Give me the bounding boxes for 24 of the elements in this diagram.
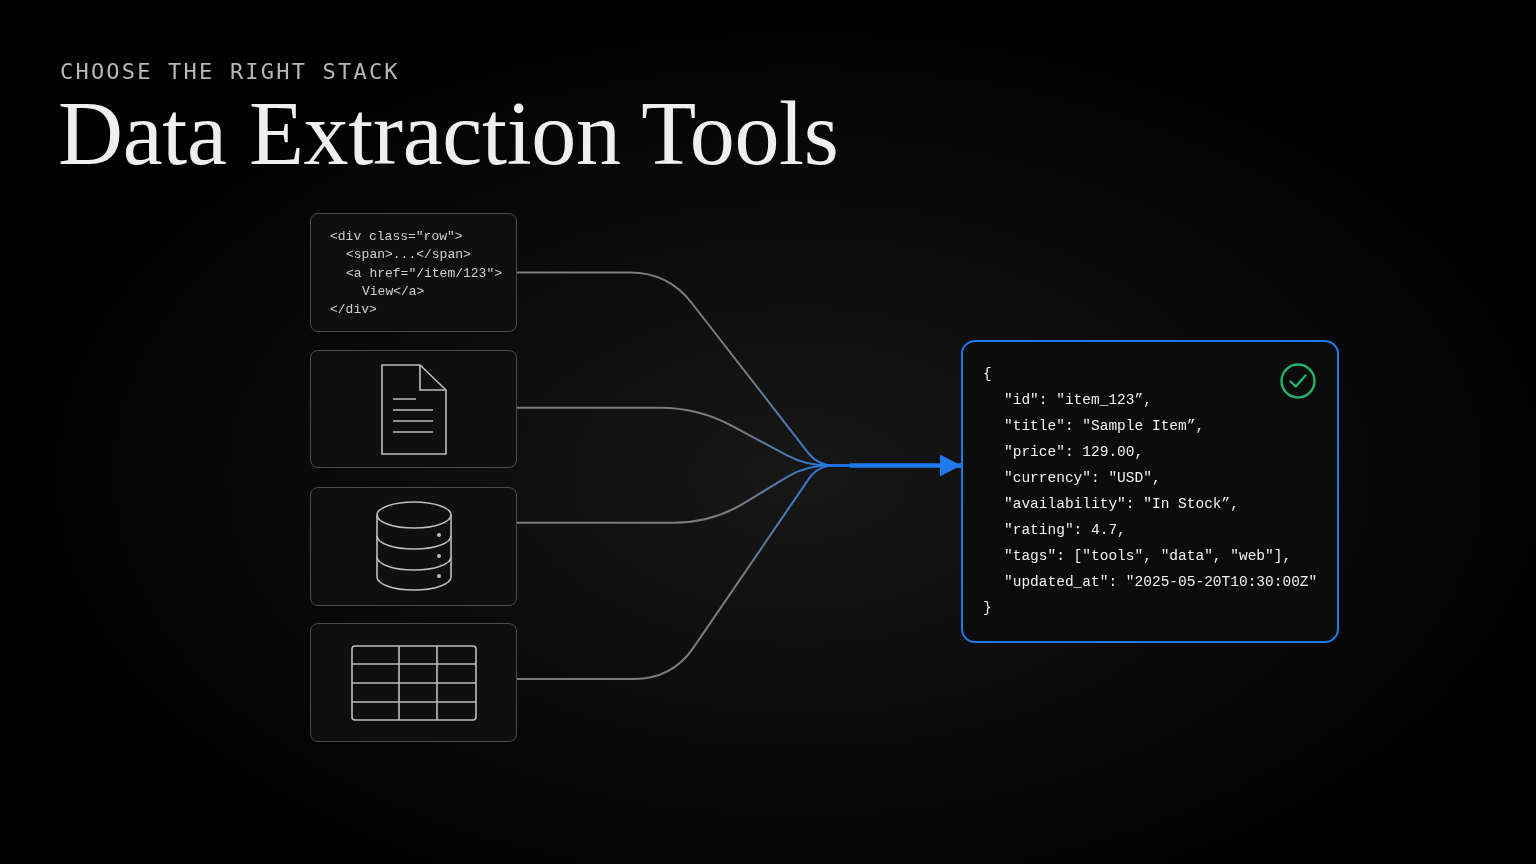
json-line: "currency": "USD", bbox=[1004, 469, 1161, 488]
arrow bbox=[850, 454, 961, 477]
json-line: "availability": "In Stock”, bbox=[1004, 495, 1239, 514]
code-line: <span>...</span> bbox=[346, 246, 471, 265]
database-card bbox=[310, 487, 517, 606]
connector bbox=[516, 464, 851, 680]
json-line: } bbox=[983, 599, 992, 618]
code-line: <div class="row"> bbox=[330, 228, 463, 246]
code-snippet-card bbox=[310, 213, 517, 332]
json-line: "id": "item_123”, bbox=[1004, 391, 1152, 410]
code-line: </div> bbox=[330, 301, 377, 320]
json-line: "updated_at": "2025-05-20T10:30:00Z" bbox=[1004, 573, 1318, 592]
code-line: <a href="/item/123"> bbox=[346, 264, 503, 283]
json-line: { bbox=[983, 365, 992, 384]
json-line: "rating": 4.7, bbox=[1004, 521, 1126, 540]
table-card bbox=[310, 623, 517, 742]
document-card bbox=[310, 350, 517, 468]
eyebrow-text: CHOOSE THE RIGHT STACK bbox=[60, 61, 400, 83]
json-line: "price": 129.00, bbox=[1004, 443, 1144, 462]
code-line: View</a> bbox=[362, 282, 425, 301]
title: Data Extraction Tools bbox=[58, 89, 839, 179]
json-line: "tags": ["tools", "data", "web"], bbox=[1004, 547, 1292, 566]
json-line: "title": "Sample Item”, bbox=[1004, 417, 1205, 436]
json-output-card bbox=[961, 340, 1339, 643]
